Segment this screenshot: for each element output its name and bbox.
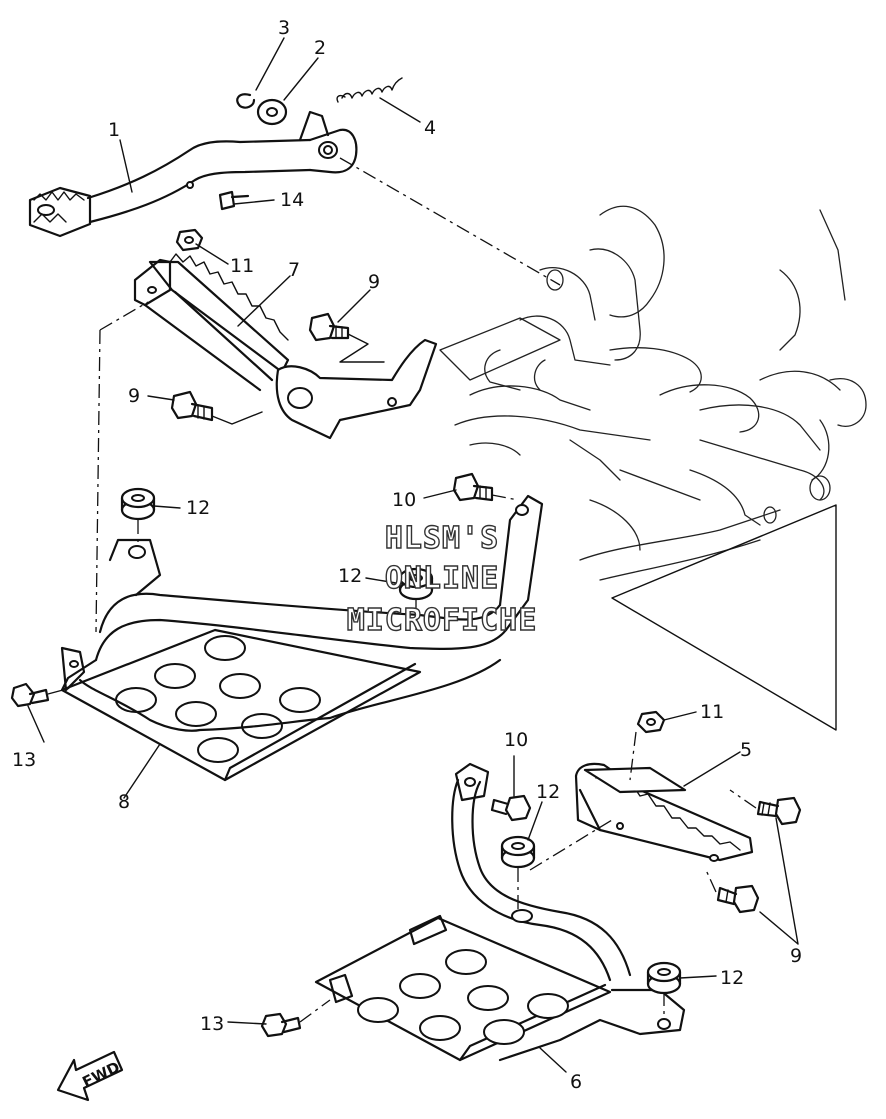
callout-4: 4	[424, 117, 436, 139]
bolt-10a-part	[452, 472, 494, 502]
left-axis-a	[95, 329, 101, 633]
footrest-5-axis	[529, 819, 613, 871]
watermark-line-1: HLSM'S	[385, 521, 499, 556]
callout-11a: 11	[230, 255, 254, 277]
bolt-9b-leader-path	[211, 411, 263, 425]
nut-11b-part	[636, 710, 666, 734]
callout-12d: 12	[720, 967, 744, 989]
callout-8: 8	[118, 791, 130, 813]
bolt-10a-axis	[491, 494, 519, 501]
rubber-12a-part	[120, 487, 156, 521]
callout-6: 6	[570, 1071, 582, 1093]
rubber-12c-part	[500, 835, 536, 869]
bolt-9b-part	[170, 390, 214, 422]
callout-13b: 13	[200, 1013, 224, 1035]
frame-outline	[439, 205, 867, 581]
callout-7: 7	[288, 259, 300, 281]
bolt-10b-part	[490, 794, 532, 822]
callout-12c: 12	[536, 781, 560, 803]
callout-13a: 13	[12, 749, 36, 771]
nut-11a-part	[175, 228, 204, 252]
footrest-7-part	[133, 253, 438, 440]
right-box-outline	[611, 504, 837, 731]
callout-12a: 12	[186, 497, 210, 519]
callout-labels: 3 2 4 1 14 11 7 9 9 12 10 12 13 8 11 5 1…	[12, 17, 802, 1093]
bolt-13a-axis	[47, 687, 71, 695]
left-axis-b	[99, 301, 149, 331]
callout-3: 3	[278, 17, 290, 39]
callout-9b: 9	[128, 385, 140, 407]
callout-9a: 9	[368, 271, 380, 293]
rubber-12d-part	[646, 961, 682, 995]
footrest-5-part	[574, 762, 754, 862]
watermark-line-2: ONLINE	[385, 561, 499, 596]
pedal-axis-line	[339, 157, 561, 286]
bolt-9c-axis	[729, 789, 757, 809]
washer-part	[256, 98, 288, 126]
callout-9c: 9	[790, 945, 802, 967]
circlip-part	[236, 93, 256, 109]
bolt-9d-part	[716, 884, 760, 914]
callout-10a: 10	[392, 489, 416, 511]
bolt-13b-axis	[299, 999, 331, 1023]
brake-pedal-part	[28, 110, 358, 238]
callout-14: 14	[280, 189, 304, 211]
callout-1: 1	[108, 119, 120, 141]
bolt-9c-part	[756, 796, 802, 826]
spring-part	[336, 77, 403, 103]
callout-5: 5	[740, 739, 752, 761]
callout-12b: 12	[338, 565, 362, 587]
leader-lines	[27, 37, 799, 1073]
footplate-8-part	[60, 494, 544, 782]
bolt-13a-part	[10, 682, 50, 708]
nut-11b-axis	[629, 731, 637, 781]
fwd-arrow-icon: FWD	[56, 1050, 124, 1102]
callout-10b: 10	[504, 729, 528, 751]
bolt-14-part	[218, 190, 250, 211]
callout-2: 2	[314, 37, 326, 59]
callout-11b: 11	[700, 701, 724, 723]
watermark-line-3: MICROFICHE	[347, 603, 538, 638]
bolt-9a-leader-path	[339, 333, 385, 363]
bolt-9d-axis	[705, 869, 717, 893]
watermark: HLSM'S ONLINE MICROFICHE	[346, 520, 538, 638]
bolt-9a-part	[308, 312, 350, 342]
bolt-13b-part	[260, 1012, 302, 1038]
footplate-6-part	[314, 762, 686, 1062]
